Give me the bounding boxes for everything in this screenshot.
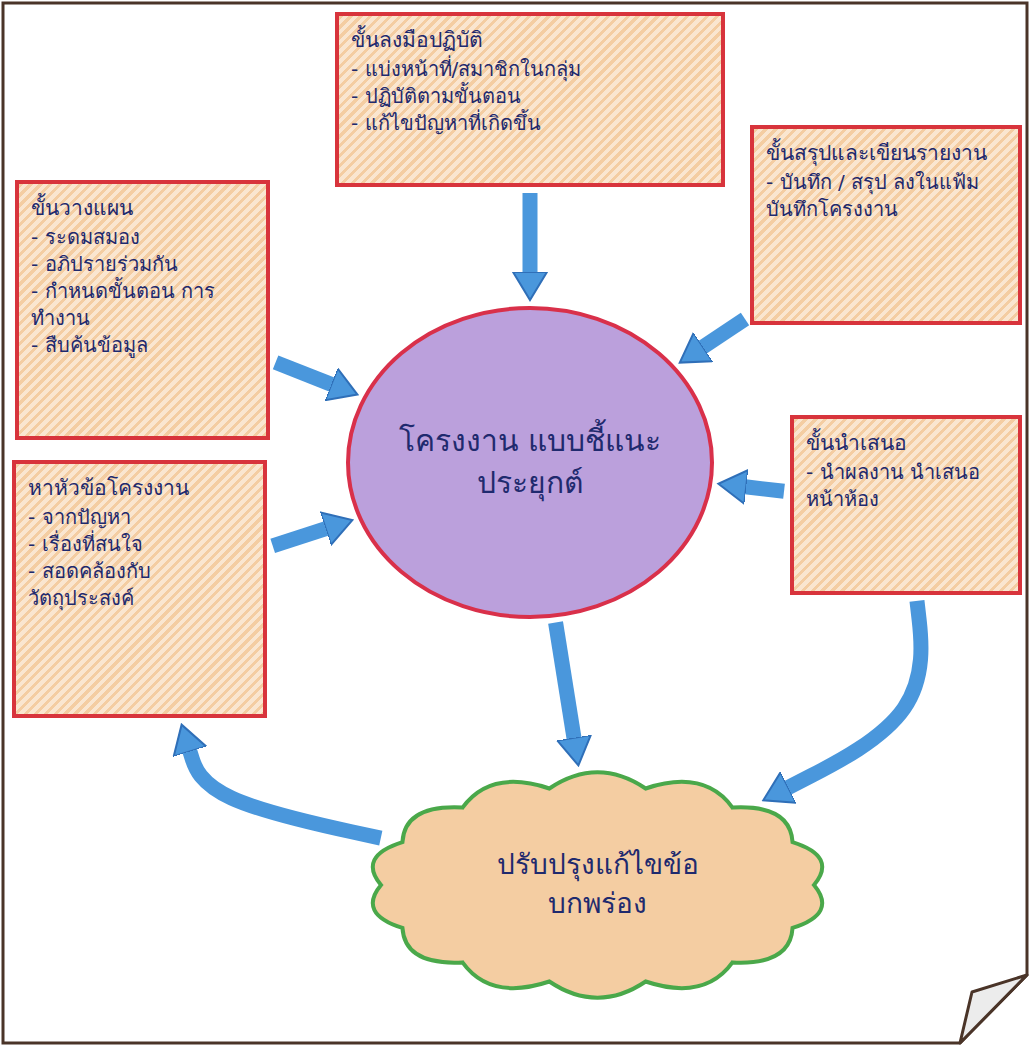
- flow-arrow: [190, 750, 381, 838]
- circle-fill: [348, 308, 712, 617]
- step-heading: หาหัวข้อโครงงาน: [28, 474, 251, 502]
- flow-arrow: [276, 362, 333, 384]
- step-heading: ขั้นวางแผน: [31, 194, 254, 222]
- flow-arrow: [702, 319, 745, 348]
- paper-outline: [3, 3, 1027, 1043]
- flow-arrow: [523, 193, 538, 273]
- step-item: - สืบค้นข้อมูล: [31, 332, 254, 359]
- flow-arrow: [787, 601, 921, 788]
- step-box: ขั้นลงมือปฏิบัติ- แบ่งหน้าที่/สมาชิกในกล…: [335, 12, 725, 187]
- step-item: - นำผลงาน นำเสนอหน้าห้อง: [806, 459, 1006, 513]
- cloud-text: ปรับปรุงแก้ไขข้อ บกพร่อง: [448, 845, 748, 923]
- step-item: - สอดคล้องกับวัตถุประสงค์: [28, 558, 251, 612]
- center-title: โครงงาน แบบชี้แนะประยุกต์: [390, 420, 670, 504]
- step-box: ขั้นนำเสนอ- นำผลงาน นำเสนอหน้าห้อง: [790, 415, 1022, 595]
- step-box: ขั้นสรุปและเขียนรายงาน- บันทึก / สรุป ลง…: [750, 125, 1022, 325]
- step-item: - บันทึก / สรุป ลงในแฟ้ม บันทึกโครงงาน: [766, 169, 1006, 223]
- step-item: - ระดมสมอง: [31, 224, 254, 251]
- cloud-shape: ปรับปรุงแก้ไขข้อ บกพร่อง: [365, 770, 830, 1000]
- step-item: - เรื่องที่สนใจ: [28, 531, 251, 558]
- step-item: - กำหนดขั้นตอน การทำงาน: [31, 278, 254, 332]
- step-box: หาหัวข้อโครงงาน- จากปัญหา- เรื่องที่สนใจ…: [12, 460, 267, 718]
- folded-corner: [960, 975, 1027, 1043]
- cloud-outline: [365, 770, 830, 1000]
- flow-arrow: [745, 487, 784, 491]
- step-heading: ขั้นลงมือปฏิบัติ: [351, 26, 709, 54]
- step-heading: ขั้นสรุปและเขียนรายงาน: [766, 139, 1006, 167]
- step-heading: ขั้นนำเสนอ: [806, 429, 1006, 457]
- step-item: - แบ่งหน้าที่/สมาชิกในกลุ่ม: [351, 56, 709, 83]
- step-item: - ปฏิบัติตามขั้นตอน: [351, 83, 709, 110]
- flow-arrow: [273, 528, 327, 545]
- center-circle: โครงงาน แบบชี้แนะประยุกต์: [345, 305, 715, 620]
- step-box: ขั้นวางแผน- ระดมสมอง- อภิปรายร่วมกัน- กำ…: [15, 180, 270, 440]
- step-item: - แก้ไขปัญหาที่เกิดขึ้น: [351, 110, 709, 137]
- step-item: - อภิปรายร่วมกัน: [31, 251, 254, 278]
- cloud-fill: [373, 772, 822, 998]
- flow-arrow: [556, 623, 575, 739]
- circle-outline: [345, 305, 715, 620]
- step-item: - จากปัญหา: [28, 504, 251, 531]
